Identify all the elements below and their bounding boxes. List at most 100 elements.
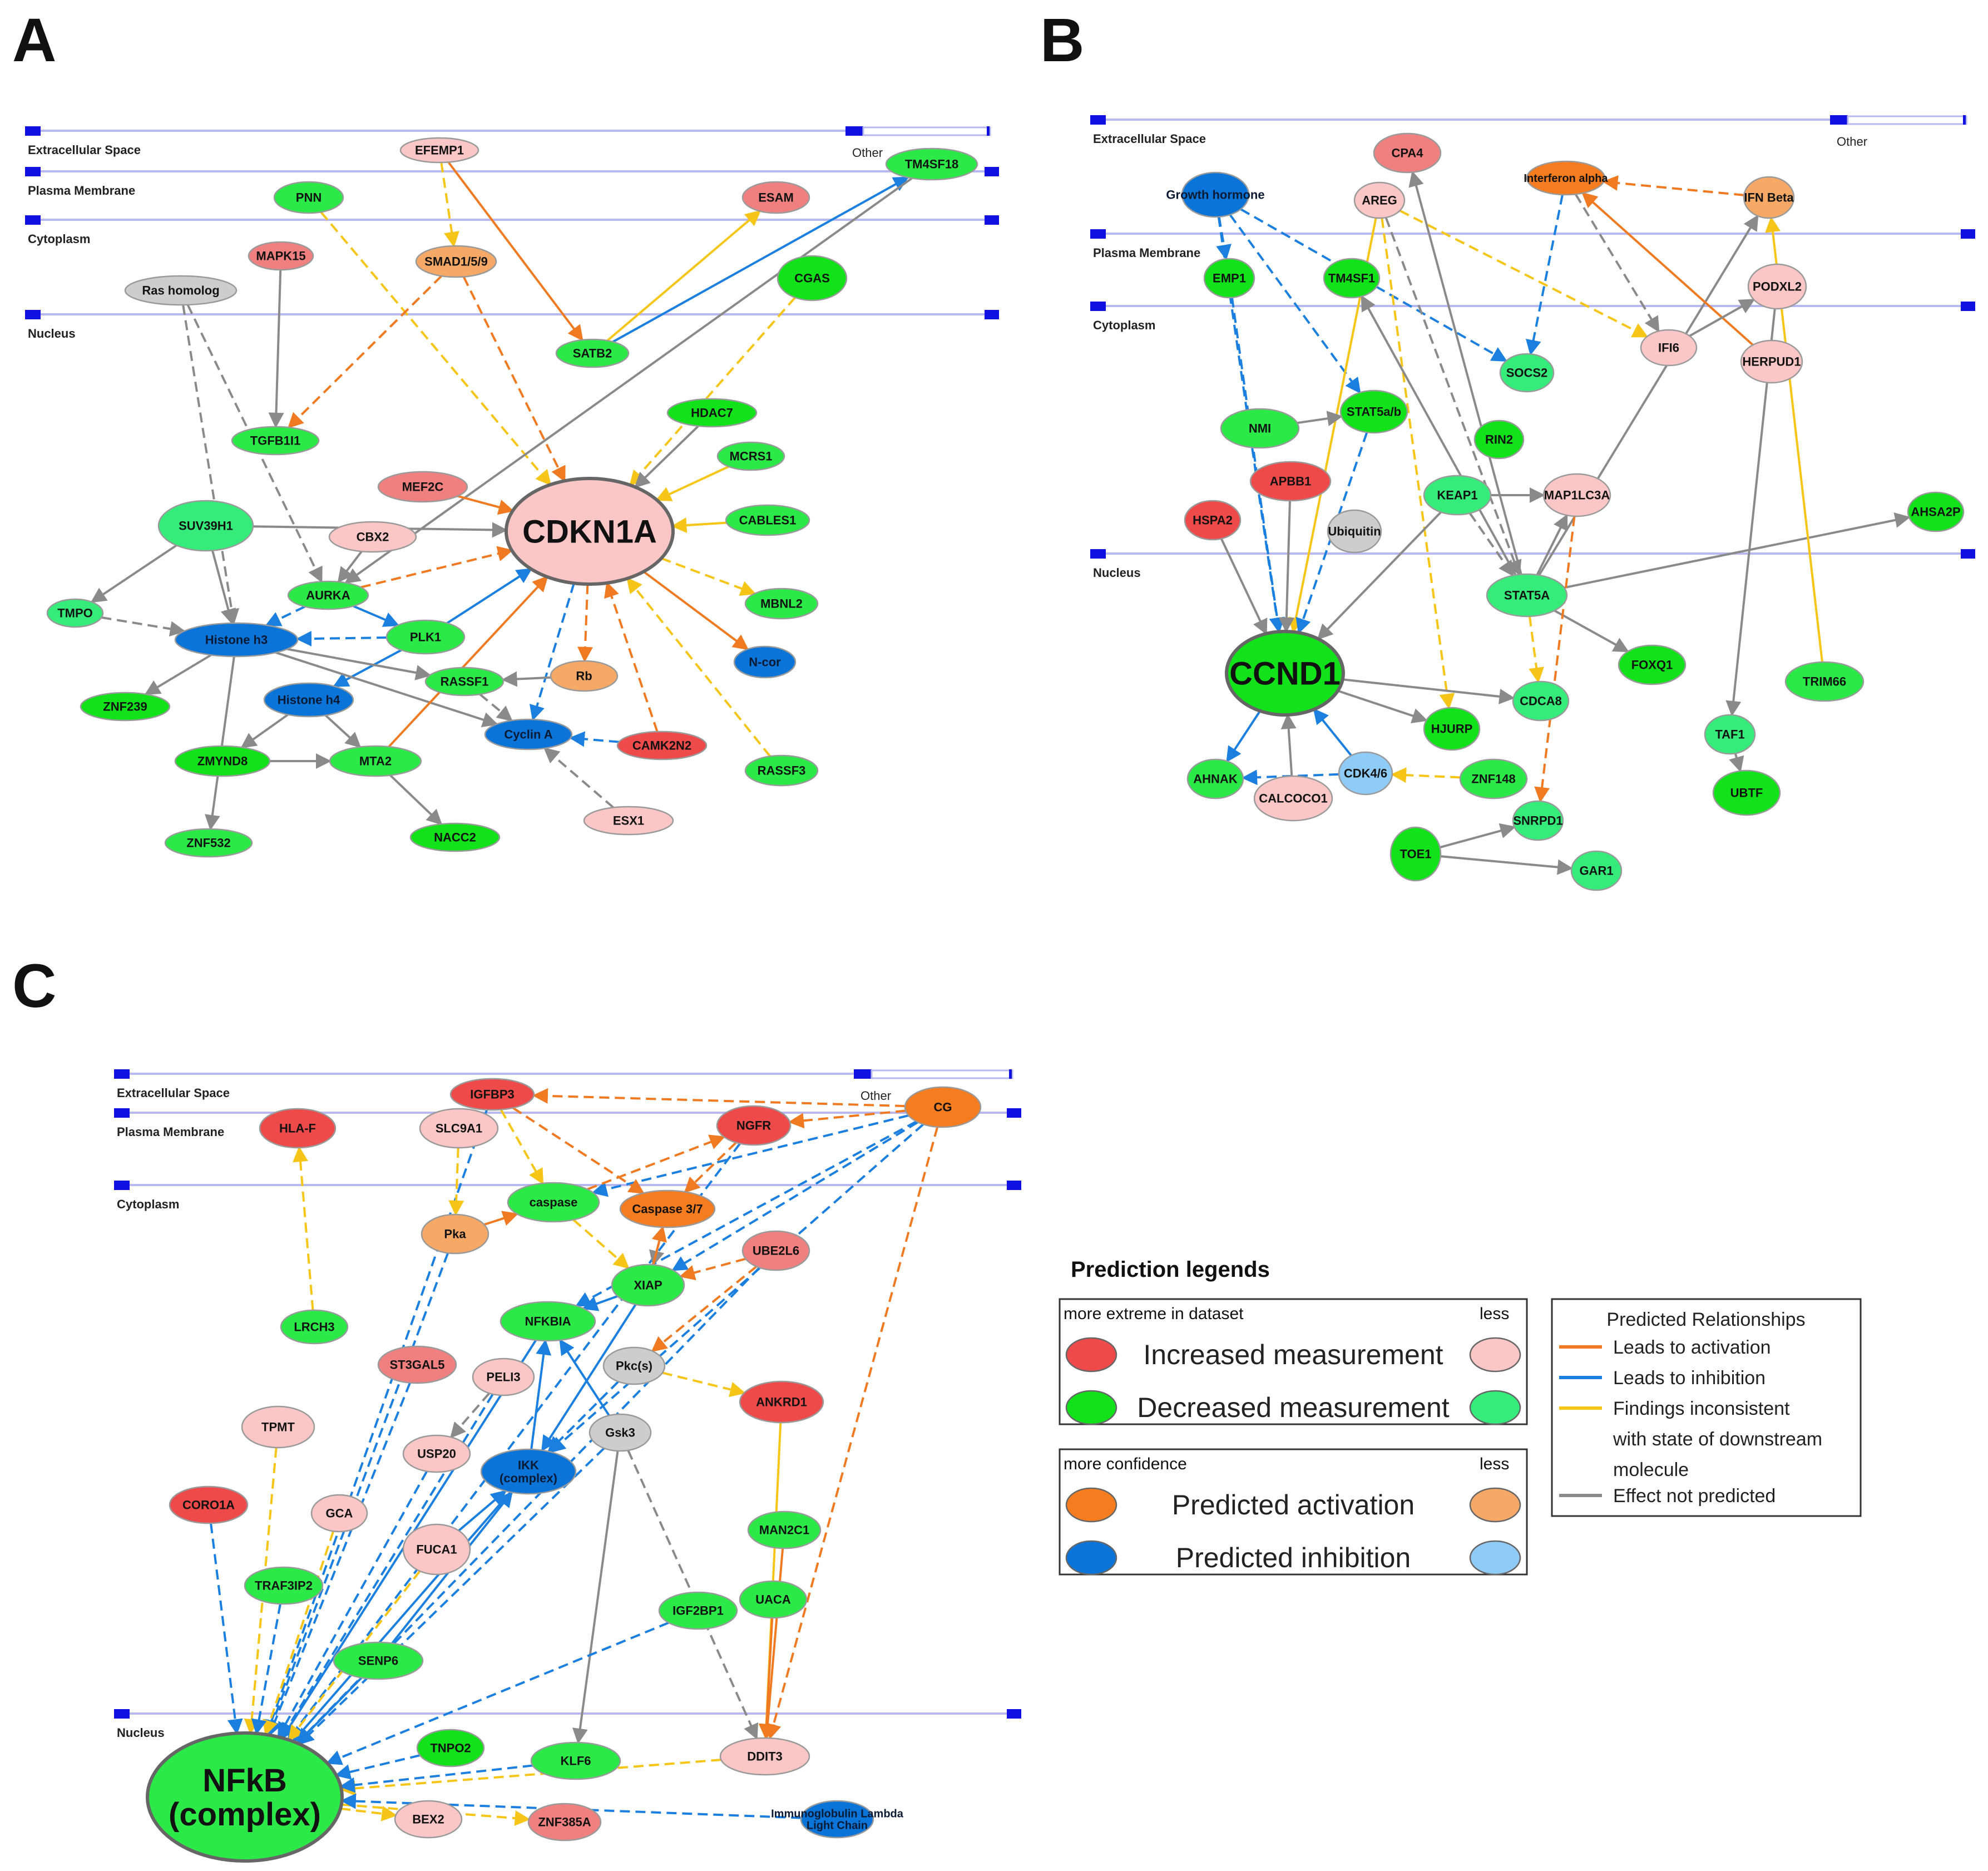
node-uaca[interactable]: UACA [739,1580,808,1619]
node-ubtf[interactable]: UBTF [1712,769,1781,816]
node-tnpo2[interactable]: TNPO2 [416,1729,485,1768]
node-igfbp3[interactable]: IGFBP3 [449,1078,535,1111]
node-areg[interactable]: AREG [1353,181,1406,219]
node-hjurp[interactable]: HJURP [1423,707,1481,751]
node-usp20[interactable]: USP20 [402,1434,471,1473]
node-ahnak[interactable]: AHNAK [1186,758,1244,799]
node-ccnd1[interactable]: CCND1 [1225,630,1345,717]
node-znf385a[interactable]: ZNF385A [527,1803,602,1842]
node-znf532[interactable]: ZNF532 [164,828,253,858]
node-tmpo[interactable]: TMPO [46,598,104,628]
node-mcrs1[interactable]: MCRS1 [716,441,785,471]
node-podxl2[interactable]: PODXL2 [1747,263,1807,310]
node-caspase[interactable]: caspase [507,1182,600,1223]
node-ngfr[interactable]: NGFR [716,1105,792,1146]
node-keap1[interactable]: KEAP1 [1423,475,1492,516]
node-ifnb[interactable]: IFN Beta [1743,176,1795,219]
node-foxq1[interactable]: FOXQ1 [1618,644,1687,685]
node-pka[interactable]: Pka [421,1213,489,1255]
node-ncor[interactable]: N-cor [733,645,797,679]
node-tgfb1i1[interactable]: TGFB1I1 [231,426,320,456]
node-h4[interactable]: Histone h4 [263,682,354,718]
node-cg[interactable]: CG [904,1086,982,1128]
node-suv39h1[interactable]: SUV39H1 [157,500,254,552]
node-znf148[interactable]: ZNF148 [1459,758,1528,799]
node-rb[interactable]: Rb [550,660,619,692]
node-rassf3[interactable]: RASSF3 [744,754,819,787]
node-ifna[interactable]: Interferon alpha [1524,160,1608,196]
node-klf6[interactable]: KLF6 [530,1741,621,1780]
node-man2c1[interactable]: MAN2C1 [747,1510,822,1549]
node-znf239[interactable]: ZNF239 [80,692,171,722]
node-taf1[interactable]: TAF1 [1704,714,1756,755]
node-ahsa2p[interactable]: AHSA2P [1907,491,1965,532]
node-bex2[interactable]: BEX2 [394,1800,463,1839]
node-tm4sf1[interactable]: TM4SF1 [1323,258,1381,299]
node-xiap[interactable]: XIAP [611,1263,685,1307]
node-mbnl2[interactable]: MBNL2 [744,588,819,620]
node-stat5ab[interactable]: STAT5a/b [1339,389,1408,434]
node-rin2[interactable]: RIN2 [1473,419,1525,460]
node-ddit3[interactable]: DDIT3 [719,1737,810,1776]
node-ube2l6[interactable]: UBE2L6 [741,1230,810,1271]
node-mapk15[interactable]: MAPK15 [248,241,314,271]
node-cbx2[interactable]: CBX2 [328,521,417,553]
node-hdac7[interactable]: HDAC7 [666,398,758,428]
node-nfkb[interactable]: NFkB(complex) [146,1731,344,1863]
node-apbb1[interactable]: APBB1 [1249,461,1332,502]
node-tpmt[interactable]: TPMT [241,1405,315,1449]
node-senp6[interactable]: SENP6 [333,1641,424,1680]
node-mta2[interactable]: MTA2 [329,745,422,777]
node-gar1[interactable]: GAR1 [1570,850,1623,891]
node-coro1a[interactable]: CORO1A [169,1485,249,1524]
node-ras[interactable]: Ras homolog [124,275,238,306]
node-camk2n2[interactable]: CAMK2N2 [616,730,708,761]
node-lrch3[interactable]: LRCH3 [280,1309,349,1345]
node-smad159[interactable]: SMAD1/5/9 [415,245,497,278]
node-toe1[interactable]: TOE1 [1389,826,1442,882]
node-cpa4[interactable]: CPA4 [1373,132,1442,174]
node-rassf1[interactable]: RASSF1 [424,667,505,697]
node-pkc[interactable]: Pkc(s) [602,1346,666,1385]
node-pnn[interactable]: PNN [273,181,344,214]
node-casp37[interactable]: Caspase 3/7 [619,1189,716,1228]
node-emp1[interactable]: EMP1 [1203,258,1255,299]
node-st3gal5[interactable]: ST3GAL5 [377,1345,457,1384]
node-herpud1[interactable]: HERPUD1 [1740,339,1803,384]
node-efemp1[interactable]: EFEMP1 [399,137,479,164]
node-esx1[interactable]: ESX1 [583,806,674,836]
node-satb2[interactable]: SATB2 [555,338,630,368]
node-map1lc3a[interactable]: MAP1LC3A [1542,473,1611,517]
node-nacc2[interactable]: NACC2 [409,822,501,852]
node-stat5a[interactable]: STAT5A [1486,573,1568,618]
node-traf3ip2[interactable]: TRAF3IP2 [244,1566,324,1605]
node-cdca8[interactable]: CDCA8 [1512,680,1570,722]
node-esam[interactable]: ESAM [741,181,810,214]
node-plk1[interactable]: PLK1 [385,619,466,655]
node-cables1[interactable]: CABLES1 [725,504,810,536]
node-igf2bp1[interactable]: IGF2BP1 [658,1591,738,1630]
node-gsk3[interactable]: Gsk3 [589,1413,652,1452]
node-ubiquitin[interactable]: Ubiquitin [1327,509,1382,554]
node-zmynd8[interactable]: ZMYND8 [174,745,271,777]
node-ifi6[interactable]: IFI6 [1640,329,1698,367]
node-fuca1[interactable]: FUCA1 [402,1523,471,1576]
node-peli3[interactable]: PELI3 [472,1357,535,1396]
node-mef2c[interactable]: MEF2C [377,471,468,503]
node-cyclina[interactable]: Cyclin A [484,718,573,751]
node-cdk46[interactable]: CDK4/6 [1338,751,1393,796]
node-cgas[interactable]: CGAS [777,255,848,302]
node-ikk[interactable]: IKK(complex) [480,1448,577,1495]
node-ankrd1[interactable]: ANKRD1 [739,1380,824,1424]
node-nmi[interactable]: NMI [1220,408,1300,449]
node-gca[interactable]: GCA [310,1494,368,1533]
node-cdkn1a[interactable]: CDKN1A [505,477,675,586]
node-tm4sf18[interactable]: TM4SF18 [885,147,978,181]
node-nfkbia[interactable]: NFKBIA [500,1301,596,1342]
node-hspa2[interactable]: HSPA2 [1184,500,1242,541]
node-hlaf[interactable]: HLA-F [259,1108,337,1149]
node-snrpd1[interactable]: SNRPD1 [1512,800,1564,841]
node-slc9a1[interactable]: SLC9A1 [419,1108,499,1149]
node-trim66[interactable]: TRIM66 [1784,661,1865,702]
